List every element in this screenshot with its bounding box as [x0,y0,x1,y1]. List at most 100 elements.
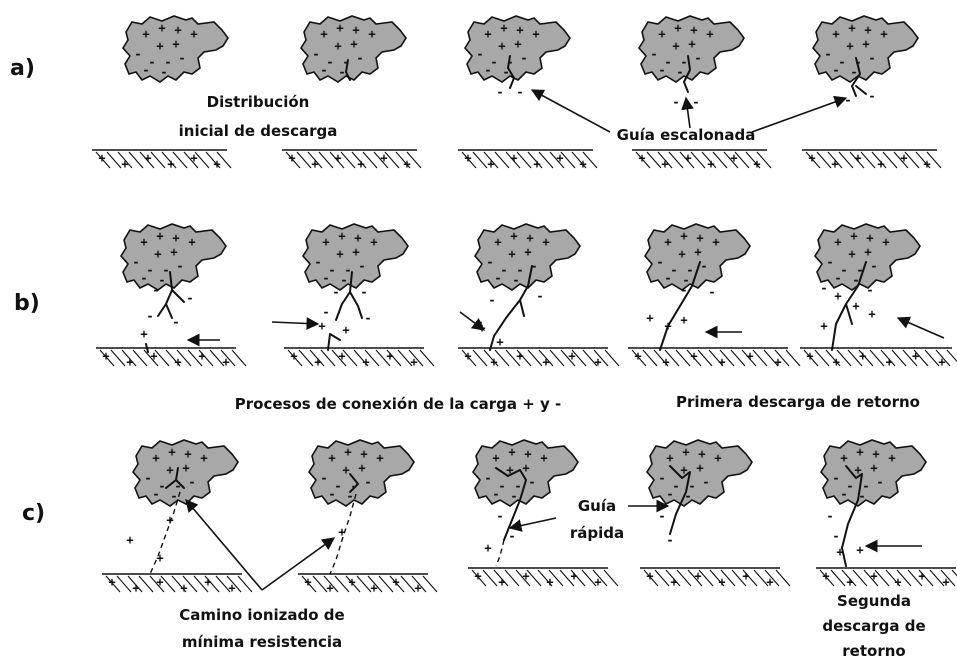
ground-hatch [741,349,757,367]
ground-hatch [841,569,857,587]
negative-charge: - [508,529,515,543]
ionized-path [329,493,357,575]
negative-charge: - [702,475,709,489]
cloud-shape [120,223,227,291]
positive-charge: + [334,39,341,53]
positive-charge: + [822,569,829,583]
ground-hatch [951,569,957,577]
ground-hatch [220,349,236,367]
positive-charge: + [854,463,861,477]
ground-hatch [907,569,923,587]
positive-charge: + [900,151,907,165]
ground-hatch [775,569,791,587]
positive-charge: + [840,451,847,465]
cloud-shape [302,223,409,291]
ground-hatch [926,151,942,169]
ground-hatch [505,349,521,367]
negative-charge: - [146,309,153,323]
negative-charge: - [484,471,491,485]
positive-charge: + [222,355,229,369]
ground-hatch [730,349,746,367]
positive-charge: + [338,525,345,539]
positive-charge: + [190,151,197,165]
positive-charge: + [866,231,873,245]
ground-hatch [378,575,394,593]
cloud-shape [812,15,919,83]
positive-charge: + [886,355,893,369]
ground-hatch [505,151,521,169]
ground-hatch [397,349,413,367]
negative-charge: - [350,479,357,493]
caption-distribution-line2: inicial de descarga [179,122,338,140]
positive-charge: + [304,575,311,589]
positive-charge: + [690,349,697,363]
negative-charge: - [484,63,491,77]
positive-charge: + [834,289,841,303]
positive-charge: + [888,451,895,465]
lightning-channel [349,473,359,493]
ground-hatch [121,349,137,367]
ground-hatch [847,349,863,367]
ground: ++++++ [458,149,598,171]
ground-hatch [668,151,684,169]
positive-charge: + [870,569,877,583]
negative-charge: - [492,487,499,501]
positive-charge: + [140,235,147,249]
ground-hatch [915,151,931,169]
positive-charge: + [864,23,871,37]
positive-charge: + [730,151,737,165]
ground-hatch [527,349,543,367]
ground-hatch [323,575,339,593]
ground-hatch [690,151,706,169]
positive-charge: + [362,355,369,369]
ground-hatch [560,151,576,169]
positive-charge: + [680,229,687,243]
ground-hatch [929,569,945,587]
lightning-channel [841,465,863,567]
positive-charge: + [868,307,875,321]
ground-hatch [664,349,680,367]
thundercloud: ++++++------ [812,15,919,83]
positive-charge: + [490,355,497,369]
negative-charge: - [650,47,657,61]
pointer-arrow [261,537,336,591]
negative-charge: - [312,47,319,61]
ground-hatch [734,151,750,169]
ground-hatch [483,349,499,367]
negative-charge: - [852,273,859,287]
ground-hatch [814,349,830,367]
positive-charge: + [836,545,843,559]
ground-hatch [400,575,416,593]
ground: ++++++ [640,567,791,589]
negative-charge: - [838,55,845,69]
negative-charge: - [322,271,329,285]
positive-charge: + [494,235,501,249]
positive-charge: + [108,575,115,589]
ground-hatch [882,151,898,169]
thundercloud: ++++++------ [464,15,571,83]
cloud-shape [472,439,579,507]
ground-hatch [345,575,361,593]
ground: ++++++ [298,573,438,595]
positive-charge: + [696,461,703,475]
ground-hatch [560,349,576,367]
positive-charge: + [680,313,687,327]
positive-charge: + [882,235,889,249]
ground-hatch [852,569,868,587]
negative-charge: - [856,263,863,277]
ground-hatch [752,349,768,367]
row-label-c: c) [22,501,45,526]
ground-hatch [296,151,312,169]
positive-charge: + [354,231,361,245]
ground-hatch [603,569,619,587]
positive-charge: + [690,23,697,37]
positive-charge: + [808,151,815,165]
ground-hatch [298,349,314,367]
ground-hatch [816,151,832,169]
negative-charge: - [486,255,493,269]
ground-hatch [593,349,609,367]
positive-charge: + [718,355,725,369]
ground-hatch [642,349,658,367]
ground-hatch [836,349,852,367]
positive-charge: + [370,235,377,249]
